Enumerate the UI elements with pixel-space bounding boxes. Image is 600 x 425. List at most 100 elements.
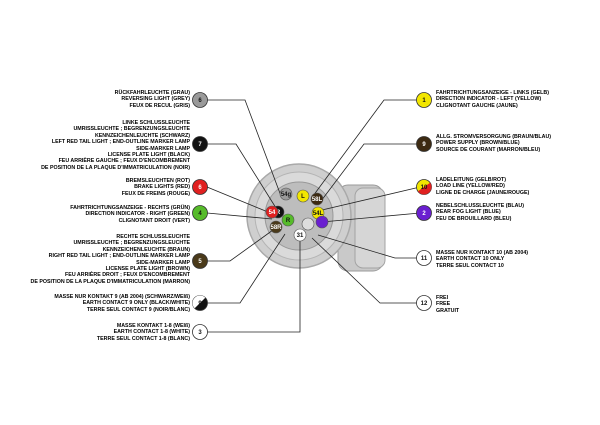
pin-label-line: UMRISSLEUCHTE ; BEGRENZUNGSLEUCHTE (73, 240, 190, 247)
pin-label-line: DE POSITION DE LA PLAQUE D'IMMATRICULATI… (30, 278, 190, 285)
pin-badge-number: 12 (421, 301, 428, 307)
pin-badge-circle (416, 295, 432, 311)
socket-pin-group: 54gR54R58RL58L54L31 (265, 187, 329, 242)
pin-label-line: FAHRTRICHTUNGSANZEIGE - LINKS (GELB) (436, 90, 549, 96)
pin-label-line: UMRISSLEUCHTE ; BEGRENZUNGSLEUCHTE (73, 126, 190, 133)
pin-label-line: KENNZEICHENLEUCHTE (BRAUN) (102, 246, 190, 253)
pin-label-line: LADELEITUNG (GELB/ROT) (436, 177, 507, 183)
pin-badge-circle (192, 92, 208, 108)
pin-badge-half (192, 295, 206, 309)
pin-label-6: RÜCKFAHRLEUCHTE (GRAU)REVERSING LIGHT (G… (115, 90, 190, 109)
pin-label-line: DIRECTION INDICATOR - LEFT (YELLOW) (436, 96, 542, 103)
socket-pin: 54g (279, 187, 293, 201)
pin-badge-circle (416, 250, 432, 266)
pin-label-line: BRAKE LIGHTS (RED) (134, 184, 190, 191)
socket-pin-label: R (286, 218, 291, 224)
pin-label-1: FAHRTRICHTUNGSANZEIGE - LINKS (GELB)DIRE… (436, 90, 549, 109)
pin-label-line: FEUX DE FREINS (ROUGE) (121, 190, 190, 197)
pin-label-line: RIGHT RED TAIL LIGHT ; END-OUTLINE MARKE… (48, 253, 190, 260)
pin-label-11: MASSE NUR KONTAKT 10 (AB 2004)EARTH CONT… (436, 250, 528, 269)
pin-label-line: EARTH CONTACT 10 ONLY (436, 256, 505, 263)
pin-label-line: FREE (436, 301, 451, 308)
pin-label-line: RECHTE SCHLUSSLEUCHTE (116, 234, 190, 240)
socket-pin-label: L (301, 194, 305, 200)
pin-badge-circle (416, 205, 432, 221)
pin-label-line: RÜCKFAHRLEUCHTE (GRAU) (114, 90, 190, 96)
pin-label-line: TERRE SEUL CONTACT 9 (NOIR/BLANC) (86, 306, 190, 313)
pin-label-2: NEBELSCHLUSSLEUCHTE (BLAU)REAR FOG LIGHT… (436, 203, 524, 222)
socket-pin: 31 (293, 228, 307, 242)
pin-badge-6: 6 (192, 92, 208, 108)
pin-label-line: DIRECTION INDICATOR - RIGHT (GREEN) (85, 211, 190, 218)
pin-badge-number: 10 (421, 185, 428, 191)
pin-badge-number: 2 (422, 211, 426, 217)
pin-label-9: ALLG. STROMVERSORGUNG (BRAUN/BLAU)POWER … (436, 134, 551, 153)
pin-label-line: LIGNE DE CHARGE (JAUNE/ROUGE) (436, 189, 530, 196)
socket-pin-circle (310, 192, 324, 206)
pin-badge-circle (192, 179, 208, 195)
socket-pin (301, 217, 315, 231)
socket-pin-label: 54g (281, 192, 292, 198)
socket-pin-label: 54L (313, 211, 324, 217)
pin-badge-12: 12 (416, 295, 432, 311)
socket-pin-circle (269, 220, 283, 234)
pin-label-line: DE POSITION DE LA PLAQUE D'IMMATRICULATI… (41, 164, 190, 171)
socket-pin-label: 54 (269, 210, 276, 216)
pin-badge-circle (416, 92, 432, 108)
socket-pin-circle (301, 217, 315, 231)
pin-badge-3: 3 (192, 324, 208, 340)
pin-label-line: REAR FOG LIGHT (BLUE) (436, 209, 501, 216)
pin-label-line: FAHRTRICHTUNGSANZEIGE - RECHTS (GRÜN) (70, 205, 190, 211)
pin-label-line: MASSE KONTAKT 1-8 (WEIß) (116, 323, 190, 329)
pin-badge-2: 2 (416, 205, 432, 221)
pin-label-line: LEFT RED TAIL LIGHT ; END-OUTLINE MARKER… (51, 139, 190, 146)
pin-badge-number: 11 (421, 256, 428, 262)
socket-pin-circle (293, 228, 307, 242)
pin-badge-circle (192, 324, 208, 340)
socket-pin: 58L (310, 192, 324, 206)
pin-label-line: ALLG. STROMVERSORGUNG (BRAUN/BLAU) (436, 134, 552, 140)
pin-badge-9: 9 (416, 136, 432, 152)
pin-label-line: TERRE SEUL CONTACT 1-8 (BLANC) (96, 335, 190, 342)
pin-badge-circle (192, 205, 208, 221)
pin-label-line: NEBELSCHLUSSLEUCHTE (BLAU) (436, 203, 524, 209)
pin-label-line: CLIGNOTANT DROIT (VERT) (118, 217, 190, 224)
pin-label-line: LICENSE PLATE LIGHT (BROWN) (105, 266, 190, 273)
pin-badge-number: 1 (422, 98, 426, 104)
leader-lines (206, 99, 421, 333)
pin-label-line: LICENSE PLATE LIGHT (BLACK) (107, 152, 190, 159)
pin-label-line: FEU ARRIÈRE GAUCHE ; FEUX D'ENCOMBREMENT (58, 158, 190, 165)
pin-label-line: MASSE NUR KONTAKT 10 (AB 2004) (436, 250, 529, 256)
pin-label-line: EARTH CONTACT 9 ONLY (BLACK/WHITE) (82, 300, 190, 307)
pin-badge-circle (192, 136, 208, 152)
pin-label-line: LINKE SCHLUSSLEUCHTE (122, 120, 190, 126)
pin-badge-5: 5 (192, 253, 208, 269)
pin-label-line: FEUX DE RECUL (GRIS) (129, 102, 190, 109)
pin-badge-number: 7 (198, 142, 202, 148)
pin-label-9bw: MASSE NUR KONTAKT 9 (AB 2004) (SCHWARZ/W… (54, 294, 190, 313)
socket-pin: 58R (269, 220, 283, 234)
socket-pin-label: 31 (297, 233, 304, 239)
pin-badge-7: 7 (192, 136, 208, 152)
pin-label-line: BREMSLEUCHTEN (ROT) (125, 178, 190, 184)
pin-badge-4: 4 (192, 205, 208, 221)
socket-pin (315, 215, 329, 229)
pin-badge-number: 6 (198, 185, 202, 191)
pin-label-line: SOURCE DE COURANT (MARRON/BLEU) (436, 146, 541, 153)
socket-pin-circle (296, 189, 310, 203)
pin-badge-6r: 6 (192, 179, 208, 195)
socket-pin: L (296, 189, 310, 203)
socket-pin-label: 58R (270, 225, 282, 231)
socket-pin-circle (279, 187, 293, 201)
pin-label-line: SIDE-MARKER LAMP (136, 259, 190, 266)
pin-label-line: CLIGNOTANT GAUCHE (JAUNE) (436, 102, 518, 109)
pin-badge-11: 11 (416, 250, 432, 266)
socket-pin: R (281, 213, 295, 227)
pin-label-line: REVERSING LIGHT (GREY) (121, 96, 190, 103)
pin-label-line: KENNZEICHENLEUCHTE (SCHWARZ) (94, 132, 190, 139)
pin-badge-number: 9 (422, 142, 426, 148)
